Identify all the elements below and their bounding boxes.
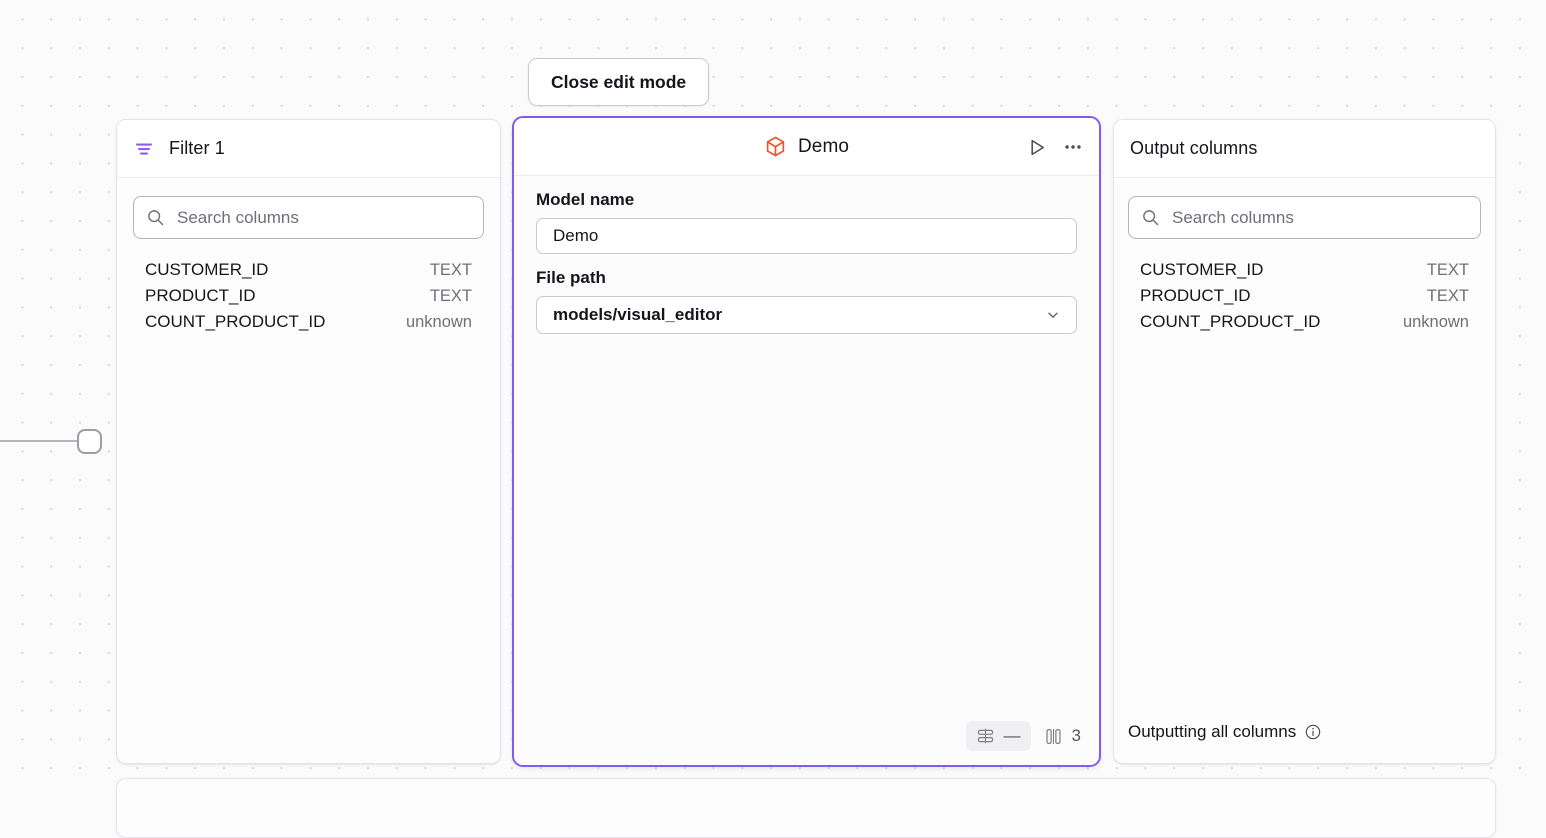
output-column-list: CUSTOMER_ID TEXT PRODUCT_ID TEXT COUNT_P…	[1128, 257, 1481, 335]
info-icon[interactable]	[1304, 723, 1322, 741]
column-type: unknown	[405, 313, 472, 331]
row-count-group[interactable]: —	[965, 721, 1031, 751]
bottom-panel-partial[interactable]	[116, 778, 1496, 838]
table-row[interactable]: CUSTOMER_ID TEXT	[133, 257, 484, 283]
cube-icon	[764, 135, 787, 158]
file-path-label: File path	[536, 268, 606, 287]
search-icon	[146, 208, 165, 227]
column-name: COUNT_PRODUCT_ID	[145, 312, 326, 331]
table-row[interactable]: COUNT_PRODUCT_ID unknown	[1128, 309, 1481, 335]
column-type: TEXT	[429, 261, 472, 279]
filter-search-placeholder: Search columns	[177, 207, 299, 227]
column-name: COUNT_PRODUCT_ID	[1140, 312, 1321, 331]
chevron-down-icon	[1044, 306, 1062, 324]
spacer	[536, 254, 1077, 268]
output-panel-footer: Outputting all columns	[1114, 711, 1495, 763]
output-search-input[interactable]: Search columns	[1128, 196, 1481, 239]
output-status-label: Outputting all columns	[1128, 722, 1297, 741]
output-panel-body: Search columns CUSTOMER_ID TEXT PRODUCT_…	[1114, 178, 1495, 711]
table-row[interactable]: CUSTOMER_ID TEXT	[1128, 257, 1481, 283]
filter-column-list: CUSTOMER_ID TEXT PRODUCT_ID TEXT COUNT_P…	[133, 257, 484, 335]
column-type: TEXT	[429, 287, 472, 305]
column-name: PRODUCT_ID	[145, 286, 256, 305]
filter-icon	[133, 138, 155, 160]
column-count-value: 3	[1071, 726, 1081, 745]
model-panel-header: Demo	[514, 118, 1099, 176]
connector-line	[0, 440, 78, 442]
table-row[interactable]: COUNT_PRODUCT_ID unknown	[133, 309, 484, 335]
output-search-placeholder: Search columns	[1172, 207, 1294, 227]
column-name: PRODUCT_ID	[1140, 286, 1251, 305]
model-name-field[interactable]: Demo	[536, 218, 1077, 254]
model-header-actions	[1025, 118, 1084, 176]
close-edit-mode-label: Close edit mode	[551, 71, 687, 92]
output-panel-title: Output columns	[1130, 138, 1258, 158]
output-panel-header: Output columns	[1114, 120, 1495, 178]
model-panel[interactable]: Demo Model name Demo File path mode	[512, 116, 1101, 767]
column-name: CUSTOMER_ID	[1140, 260, 1264, 279]
filter-panel-body: Search columns CUSTOMER_ID TEXT PRODUCT_…	[117, 178, 500, 763]
filter-panel-title: Filter 1	[169, 138, 225, 158]
filter-search-input[interactable]: Search columns	[133, 196, 484, 239]
model-panel-footer: — 3	[514, 713, 1099, 765]
search-icon	[1141, 208, 1160, 227]
column-count-group[interactable]: 3	[1044, 726, 1081, 746]
filter-panel-header: Filter 1	[117, 120, 500, 178]
column-name: CUSTOMER_ID	[145, 260, 269, 279]
close-edit-mode-button[interactable]: Close edit mode	[528, 58, 710, 106]
column-type: unknown	[1402, 313, 1469, 331]
file-path-select[interactable]: models/visual_editor	[536, 296, 1077, 334]
model-panel-body: Model name Demo File path models/visual_…	[514, 176, 1099, 713]
column-type: TEXT	[1426, 261, 1469, 279]
model-name-value: Demo	[553, 226, 599, 245]
more-options-icon[interactable]	[1062, 136, 1084, 158]
rows-icon	[976, 727, 995, 746]
connector-handle[interactable]	[77, 429, 102, 454]
column-type: TEXT	[1426, 287, 1469, 305]
table-row[interactable]: PRODUCT_ID TEXT	[133, 283, 484, 309]
filter-panel[interactable]: Filter 1 Search columns CUSTOMER_ID TEXT…	[116, 119, 501, 764]
row-count-value: —	[1003, 726, 1021, 745]
columns-icon	[1044, 727, 1063, 746]
model-panel-title: Demo	[797, 135, 850, 157]
output-columns-panel[interactable]: Output columns Search columns CUSTOMER_I…	[1113, 119, 1496, 764]
table-row[interactable]: PRODUCT_ID TEXT	[1128, 283, 1481, 309]
model-name-label: Model name	[536, 190, 635, 209]
file-path-value: models/visual_editor	[553, 305, 723, 324]
run-icon[interactable]	[1025, 136, 1048, 159]
